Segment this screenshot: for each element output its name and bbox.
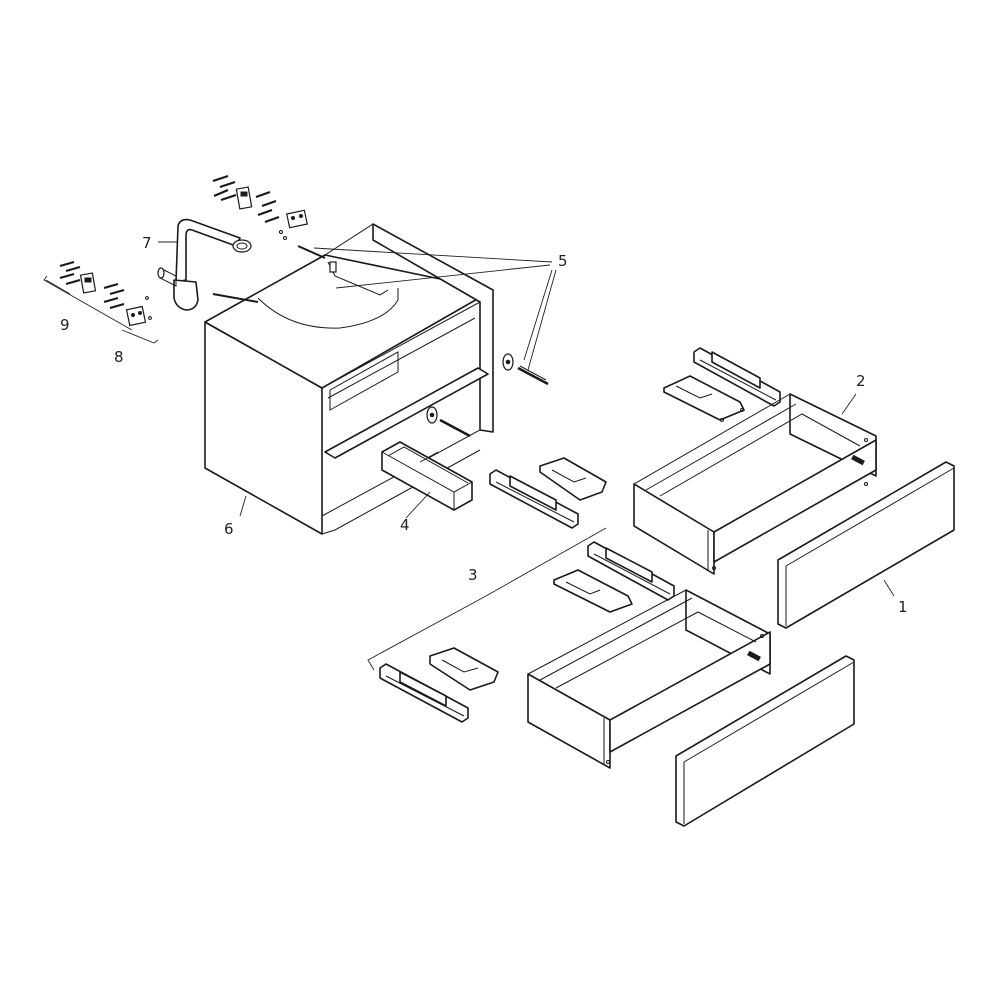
callout-8: 8 (114, 348, 124, 366)
inner-screw-with-washer (426, 406, 471, 438)
callout-2: 2 (856, 372, 866, 390)
leader-lines (158, 241, 895, 671)
vanity-carcass (204, 223, 494, 535)
runner-set-upper (663, 347, 781, 422)
hardware-upper (212, 174, 308, 240)
callout-5: 5 (558, 252, 568, 270)
screws-upper (212, 174, 280, 224)
hardware-lower (43, 260, 159, 344)
siphon (157, 218, 252, 311)
callout-9: 9 (60, 316, 70, 334)
callout-7: 7 (142, 234, 152, 252)
callout-1: 1 (898, 598, 908, 616)
callout-3: 3 (468, 566, 478, 584)
hinge-plate-upper (286, 209, 308, 229)
organizer-tray (381, 441, 473, 511)
screw-under-top (212, 293, 259, 303)
screw-with-washer (502, 353, 549, 386)
front-panel-lower (675, 655, 855, 827)
drawer-box-upper (633, 393, 877, 575)
runner-set-lower-left (379, 647, 499, 723)
drawer-box-lower (527, 589, 771, 769)
callout-6: 6 (224, 520, 234, 538)
wall-plug-top (297, 245, 326, 259)
runner-set-middle (489, 457, 607, 529)
runner-set-lower-right (553, 541, 675, 613)
front-panel-upper (777, 461, 955, 629)
callout-4: 4 (400, 516, 410, 534)
